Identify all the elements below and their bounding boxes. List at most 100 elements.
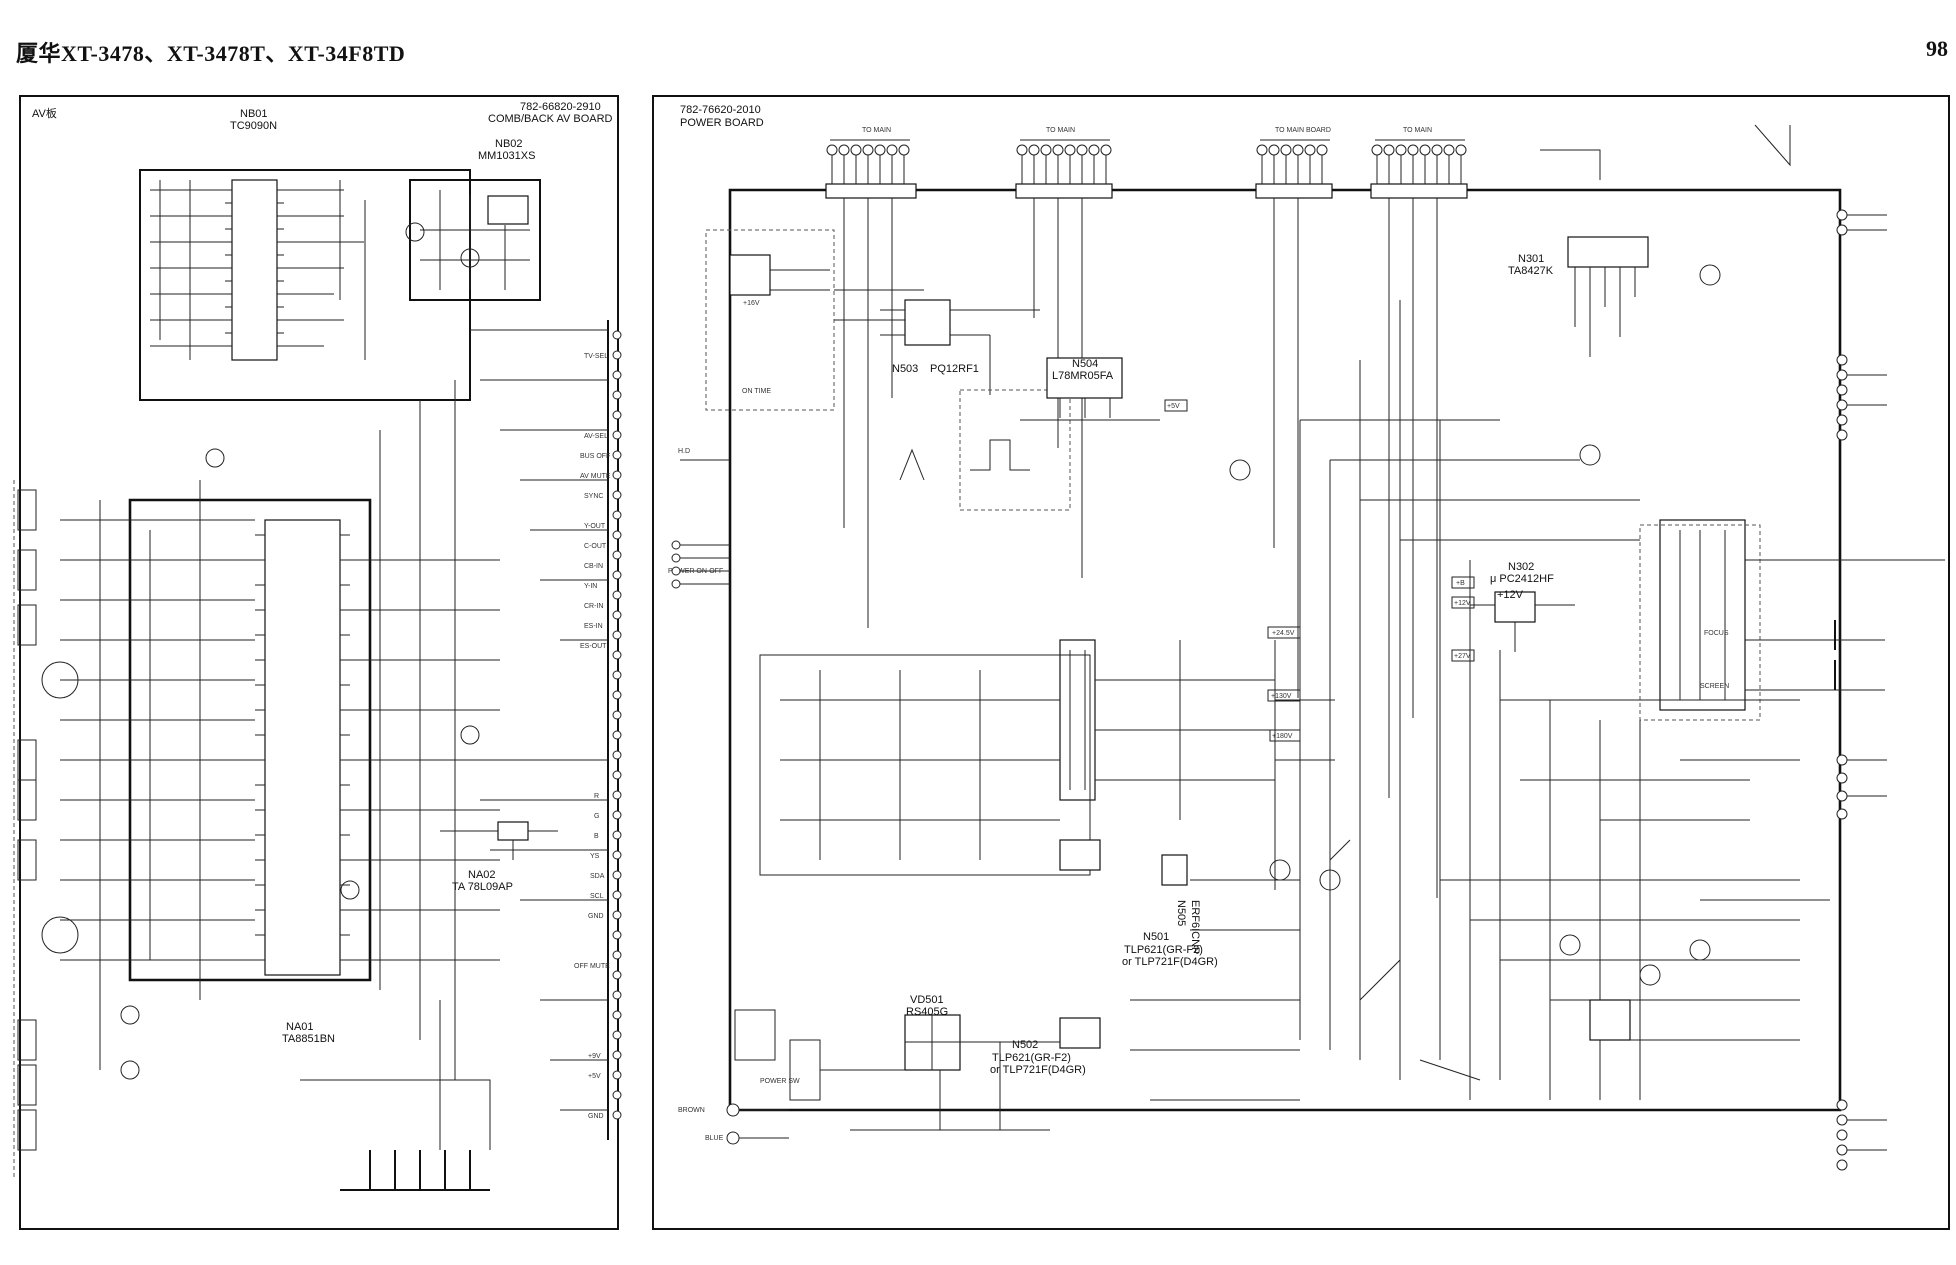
n501-ref: N501 [1143, 931, 1169, 943]
ic-na01 [264, 519, 341, 976]
label-12v: +12V [1497, 589, 1524, 601]
pin-label-r: R [594, 793, 599, 800]
waveform-sketch-2 [1540, 124, 1791, 180]
rail-label-5v: +5V [1167, 403, 1180, 410]
to-main-label-1: TO MAIN [862, 127, 891, 134]
ic-n502 [1059, 1017, 1101, 1049]
power-board-frame [652, 95, 1950, 1230]
blue-wire-label: BLUE [705, 1135, 724, 1142]
brown-wire-label: BROWN [678, 1107, 705, 1114]
pin-label-es-out: ES-OUT [580, 643, 607, 650]
to-main-label-2: TO MAIN [1046, 127, 1075, 134]
pin-label-cb-in: CB-IN [584, 563, 603, 570]
n502-ref: N502 [1012, 1039, 1038, 1051]
to-main-label-4: TO MAIN [1403, 127, 1432, 134]
av-connector-pins [612, 330, 622, 1120]
rail-label-27v: +27V [1454, 653, 1471, 660]
rail-label-16v: +16V [743, 300, 760, 307]
nb01-type: TC9090N [230, 120, 277, 132]
av-board-part-number: 782-66820-2910 [520, 101, 601, 113]
rail-label-130v: +130V [1271, 693, 1292, 700]
pin-label-bus-off: BUS OFF [580, 453, 610, 460]
av-input-jacks [13, 480, 79, 1180]
na01-type: TA8851BN [282, 1033, 335, 1045]
power-board-part-number: 782-76620-2010 [680, 104, 761, 116]
na01-bold-outline [128, 498, 372, 982]
ic-n301 [1567, 236, 1649, 268]
pin-label-9v: +9V [588, 1053, 601, 1060]
n502-type-2: or TLP721F(D4GR) [990, 1064, 1086, 1076]
na02-type: TA 78L09AP [452, 881, 513, 893]
page-number: 98 [1926, 36, 1948, 61]
page-title: 厦华XT-3478、XT-3478T、XT-34F8TD [16, 41, 406, 66]
pin-label-gnd: GND [588, 913, 604, 920]
n504-type: L78MR05FA [1052, 370, 1114, 382]
to-crt-label: H.D [678, 448, 690, 455]
power-board-name: POWER BOARD [680, 117, 764, 129]
ic-n505 [1161, 854, 1188, 886]
pin-label-g: G [594, 813, 599, 820]
hot-transformer [1589, 999, 1631, 1041]
n504-ref: N504 [1072, 358, 1098, 370]
top-connector-bundles: TO MAIN TO MAIN TO MAIN BOARD TO MAIN [825, 127, 1468, 199]
power-switch [789, 1039, 821, 1101]
av-board-name: COMB/BACK AV BOARD [488, 113, 613, 125]
waveform-sketch-1 [899, 439, 1030, 481]
ic-na02 [497, 821, 529, 841]
pin-label-es-in: ES-IN [584, 623, 603, 630]
to-main-label-3: TO MAIN BOARD [1275, 127, 1331, 134]
av-board-frame [19, 95, 619, 1230]
n501-type-1: TLP621(GR-F2) [1124, 944, 1203, 956]
focus-label: FOCUS [1704, 630, 1729, 637]
rail-label-b: +B [1456, 580, 1465, 587]
power-sw-label: POWER SW [760, 1078, 800, 1085]
flyback-transformer [1659, 519, 1746, 711]
n501-type-2: or TLP721F(D4GR) [1122, 956, 1218, 968]
pin-label-ys: YS [590, 853, 600, 860]
pin-label-5v: +5V [588, 1073, 601, 1080]
na01-ref: NA01 [286, 1021, 314, 1033]
pin-label-tv-sel: TV-SEL [584, 353, 608, 360]
n505-ref: N505 [1175, 900, 1187, 926]
pin-label-y-out: Y-OUT [584, 523, 606, 530]
nb02-type: MM1031XS [478, 150, 535, 162]
pin-label-sync: SYNC [584, 493, 603, 500]
nb01-pins [225, 189, 284, 347]
na01-pins [255, 534, 350, 961]
ic-nb01 [231, 179, 278, 361]
screen-label: SCREEN [1700, 683, 1729, 690]
pin-label-av-sel: AV-SEL [584, 433, 608, 440]
n503-type: PQ12RF1 [930, 363, 979, 375]
transistors-power [1229, 264, 1721, 986]
pin-label-scl: SCL [590, 893, 604, 900]
rail-label-12v: +12V [1454, 600, 1471, 607]
pin-label-y-in: Y-IN [584, 583, 597, 590]
pin-label-off-mute: OFF MUTE [574, 963, 610, 970]
nb01-outline [139, 169, 471, 401]
n505-type: ERF6ICNP [1189, 900, 1201, 954]
degauss-coil [734, 1009, 776, 1061]
nb02-ref: NB02 [495, 138, 523, 150]
pin-label-cr-in: CR-IN [584, 603, 603, 610]
pin-label-gnd-2: GND [588, 1113, 604, 1120]
ic-nb02 [487, 195, 529, 225]
transistors-av [120, 222, 480, 1080]
right-side-connectors [1836, 209, 1887, 1171]
ic-n503 [904, 299, 951, 346]
n301-ref: N301 [1518, 253, 1544, 265]
av-board-section-label: AV板 [32, 106, 57, 120]
nb01-ref: NB01 [240, 108, 268, 120]
vd501-type: RS405G [906, 1006, 948, 1018]
rail-label-24v: +24.5V [1272, 630, 1295, 637]
rail-label-180v: +180V [1272, 733, 1293, 740]
n302-type: μ PC2412HF [1490, 573, 1554, 585]
av-bottom-connector [340, 1150, 490, 1191]
pin-label-b: B [594, 833, 599, 840]
na02-ref: NA02 [468, 869, 496, 881]
av-connector-labels: TV-SEL AV-SEL BUS OFF AV MUTE SYNC Y-OUT… [574, 353, 611, 1120]
on-time-label: ON TIME [742, 388, 771, 395]
n503-ref: N503 [892, 363, 918, 375]
n502-type-1: TLP621(GR-F2) [992, 1052, 1071, 1064]
switching-transformer [1059, 639, 1096, 801]
